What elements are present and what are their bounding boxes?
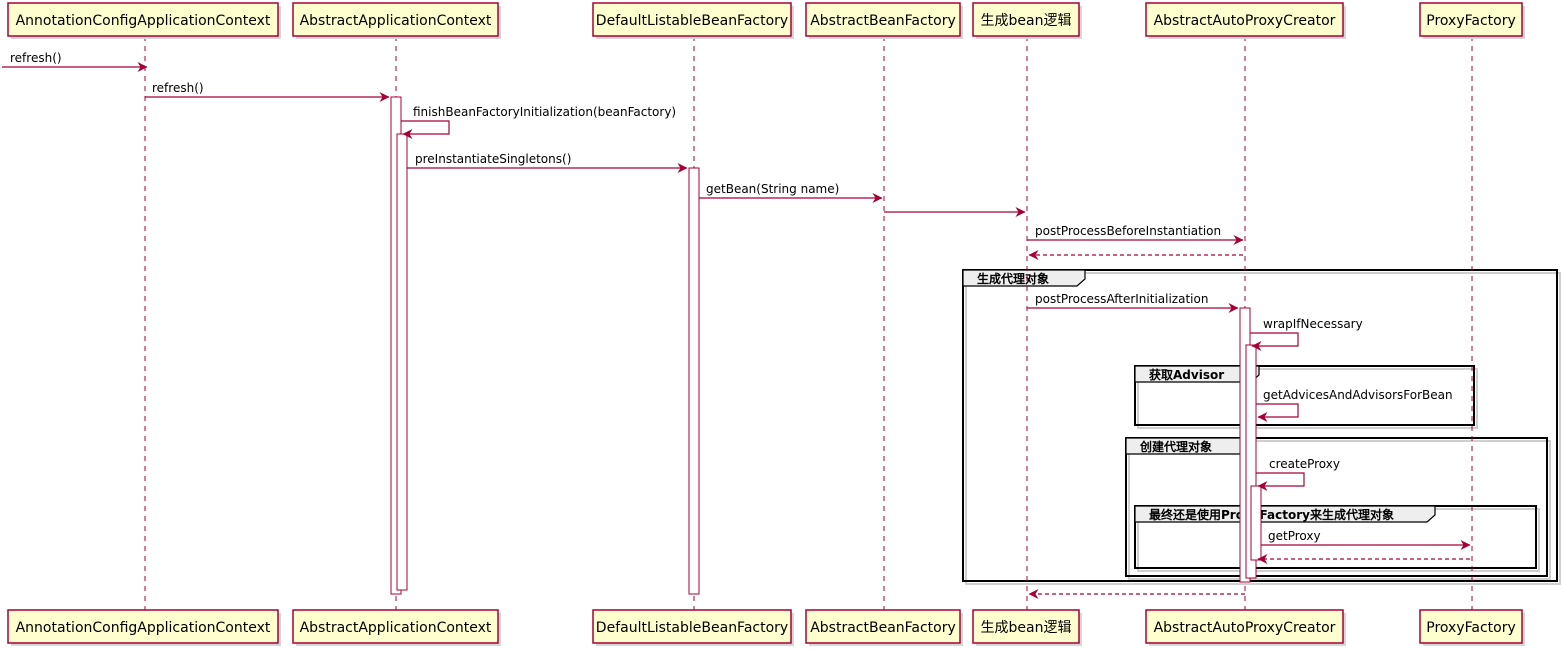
message-1: refresh() bbox=[145, 81, 390, 102]
frame-shadow bbox=[1137, 368, 1478, 429]
message-12: getProxy bbox=[1261, 529, 1471, 550]
participant-box bbox=[972, 609, 1080, 644]
message-6: postProcessBeforeInstantiation bbox=[1027, 224, 1244, 245]
participant-top-p6: ProxyFactory bbox=[1419, 2, 1525, 39]
participant-box bbox=[1419, 609, 1523, 644]
participant-label: AbstractAutoProxyCreator bbox=[1154, 13, 1336, 29]
participant-bottom-p6: ProxyFactory bbox=[1419, 609, 1525, 646]
activation-bar-5 bbox=[1250, 485, 1262, 561]
message-3: preInstantiateSingletons() bbox=[407, 152, 688, 173]
frame-label: 获取Advisor bbox=[1148, 367, 1224, 382]
participant-top-p2: DefaultListableBeanFactory bbox=[592, 2, 794, 39]
activation-bar-4 bbox=[1245, 344, 1257, 579]
message-4: getBean(String name) bbox=[699, 182, 883, 203]
participant-label: 生成bean逻辑 bbox=[981, 620, 1072, 636]
message-label: getProxy bbox=[1268, 529, 1321, 543]
participant-label: DefaultListableBeanFactory bbox=[596, 620, 788, 636]
participant-label: DefaultListableBeanFactory bbox=[596, 13, 788, 29]
participant-top-p3: AbstractBeanFactory bbox=[805, 2, 963, 39]
frame-shadow bbox=[965, 272, 1561, 585]
participant-box bbox=[805, 609, 961, 644]
participant-label: AbstractApplicationContext bbox=[300, 13, 492, 29]
message-label: wrapIfNecessary bbox=[1263, 317, 1363, 331]
message-label: postProcessAfterInitialization bbox=[1035, 292, 1208, 306]
participant-label: AbstractBeanFactory bbox=[810, 620, 956, 636]
participant-bottom-p3: AbstractBeanFactory bbox=[805, 609, 963, 646]
message-label: getBean(String name) bbox=[706, 182, 839, 196]
participant-bottom-p2: DefaultListableBeanFactory bbox=[592, 609, 794, 646]
participant-box bbox=[292, 2, 499, 37]
frame-border bbox=[1134, 365, 1475, 426]
message-0: refresh() bbox=[2, 51, 148, 72]
self-call-arrow bbox=[1250, 332, 1299, 351]
activation-bar-2 bbox=[688, 167, 700, 595]
message-label: preInstantiateSingletons() bbox=[415, 152, 571, 166]
frame-tab bbox=[962, 269, 1086, 287]
participant-top-p0: AnnotationConfigApplicationContext bbox=[7, 2, 281, 39]
participant-label: AbstractBeanFactory bbox=[810, 13, 956, 29]
participant-top-p1: AbstractApplicationContext bbox=[292, 2, 501, 39]
frame-border bbox=[1125, 437, 1548, 577]
message-label: postProcessBeforeInstantiation bbox=[1035, 224, 1221, 238]
participant-top-p5: AbstractAutoProxyCreator bbox=[1145, 2, 1346, 39]
participant-bottom-p4: 生成bean逻辑 bbox=[972, 609, 1082, 646]
message-2: finishBeanFactoryInitialization(beanFact… bbox=[401, 105, 676, 139]
participant-box bbox=[7, 609, 279, 644]
participant-label: AbstractAutoProxyCreator bbox=[1154, 620, 1336, 636]
participant-top-p4: 生成bean逻辑 bbox=[972, 2, 1082, 39]
message-label: finishBeanFactoryInitialization(beanFact… bbox=[413, 105, 676, 119]
message-10: getAdvicesAndAdvisorsForBean bbox=[1256, 388, 1453, 422]
participant-label: AnnotationConfigApplicationContext bbox=[16, 620, 271, 636]
self-call-arrow bbox=[401, 120, 450, 139]
frame-tab bbox=[1134, 505, 1436, 523]
participant-box bbox=[1145, 609, 1344, 644]
participant-box bbox=[592, 2, 792, 37]
message-8: postProcessAfterInitialization bbox=[1027, 292, 1239, 313]
message-label: getAdvicesAndAdvisorsForBean bbox=[1263, 388, 1453, 402]
self-call-arrow bbox=[1256, 472, 1305, 491]
message-label: refresh() bbox=[152, 81, 204, 95]
participant-label: 生成bean逻辑 bbox=[981, 13, 1072, 29]
participant-label: AbstractApplicationContext bbox=[300, 620, 492, 636]
message-label: refresh() bbox=[10, 51, 62, 65]
participant-bottom-p5: AbstractAutoProxyCreator bbox=[1145, 609, 1346, 646]
frame-label: 创建代理对象 bbox=[1139, 439, 1212, 454]
frame-label: 最终还是使用ProxyFactory来生成代理对象 bbox=[1149, 507, 1394, 522]
participant-box bbox=[1145, 2, 1344, 37]
participant-label: ProxyFactory bbox=[1426, 13, 1516, 29]
participant-box bbox=[7, 2, 279, 37]
frame-label: 生成代理对象 bbox=[977, 271, 1049, 286]
frame-border bbox=[962, 269, 1558, 582]
participant-box bbox=[592, 609, 792, 644]
frame-1: 获取Advisor bbox=[1134, 365, 1478, 429]
frame-3: 最终还是使用ProxyFactory来生成代理对象 bbox=[1134, 505, 1540, 572]
participant-bottom-p1: AbstractApplicationContext bbox=[292, 609, 501, 646]
activation-bar-1 bbox=[396, 133, 408, 591]
participant-box bbox=[972, 2, 1080, 37]
frame-shadow bbox=[1128, 440, 1551, 580]
participant-label: ProxyFactory bbox=[1426, 620, 1516, 636]
frame-2: 创建代理对象 bbox=[1125, 437, 1551, 580]
participant-label: AnnotationConfigApplicationContext bbox=[16, 13, 271, 29]
participant-box bbox=[292, 609, 499, 644]
message-label: createProxy bbox=[1269, 457, 1340, 471]
frame-0: 生成代理对象 bbox=[962, 269, 1561, 585]
participant-bottom-p0: AnnotationConfigApplicationContext bbox=[7, 609, 281, 646]
message-11: createProxy bbox=[1256, 457, 1340, 491]
message-9: wrapIfNecessary bbox=[1250, 317, 1363, 351]
participant-box bbox=[805, 2, 961, 37]
participant-box bbox=[1419, 2, 1523, 37]
self-call-arrow bbox=[1256, 403, 1299, 422]
